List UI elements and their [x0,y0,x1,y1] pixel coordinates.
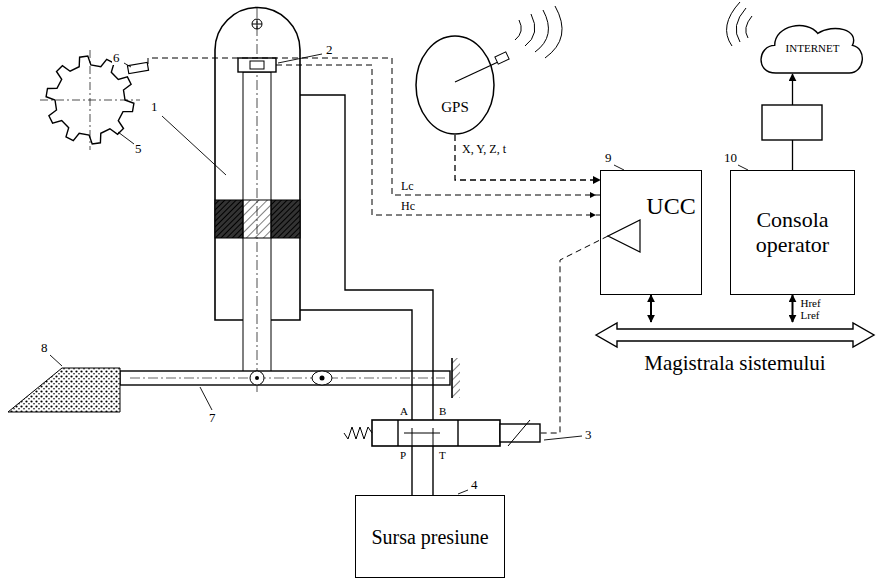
signal-name: A [399,405,409,417]
callout-number: 7 [208,411,217,425]
gps-outline [415,35,495,135]
valve-spring [344,427,372,439]
internet-cloud: INTERNET [760,22,865,74]
callout-number: 1 [150,100,159,114]
operator-console-box: Consola operator [730,170,855,295]
callout-number: 2 [325,43,334,57]
signal-name: B [438,405,447,417]
pressure-source-box: Sursa presiune [355,495,505,578]
pivot [312,371,332,385]
callout-number: 10 [723,151,738,165]
solenoid [500,424,540,442]
node-text: UCC [646,193,695,219]
hydraulic-line [300,95,433,420]
node-text: Sursa presiune [371,526,488,548]
speed-sensor [127,62,148,73]
callout-number: 3 [584,428,593,442]
bus-arrow [595,322,875,348]
callout-number: 8 [40,341,49,355]
lever [120,371,450,385]
callout-number: 9 [604,151,613,165]
connector [792,295,794,322]
node-text: Consola operator [745,208,840,256]
radio-waves [515,6,562,58]
position-sensor [238,58,276,72]
signal-name: Lc [400,180,415,193]
control-unit-box: UCC [600,170,702,295]
directional-valve [372,420,500,446]
signal-name: Hc [400,200,416,213]
radio-waves [727,2,752,46]
callout-number: 5 [134,142,143,156]
signal-name: T [438,449,447,461]
leader-line [50,54,748,494]
gateway-box [762,105,822,140]
system-bus: Magistrala sistemului [595,322,875,375]
amplifier-symbol [608,220,640,252]
load [8,368,120,412]
signal-wire [276,65,600,215]
gps-receiver: GPS [415,35,495,135]
connector [650,295,652,322]
signal-wire [148,58,600,195]
signal-name: P [399,449,407,461]
callout-number: 6 [112,51,121,65]
hydraulic-line [300,310,412,420]
edge-label: Href Lref [800,297,832,321]
piston [215,200,300,238]
edge-label: X, Y, Z, t [461,143,507,156]
node-text: GPS [441,99,469,116]
node-text: Magistrala sistemului [644,352,825,375]
connector [455,135,600,180]
gps-antenna [455,62,498,82]
callout-number: 4 [470,478,479,492]
node-text: INTERNET [786,42,840,54]
